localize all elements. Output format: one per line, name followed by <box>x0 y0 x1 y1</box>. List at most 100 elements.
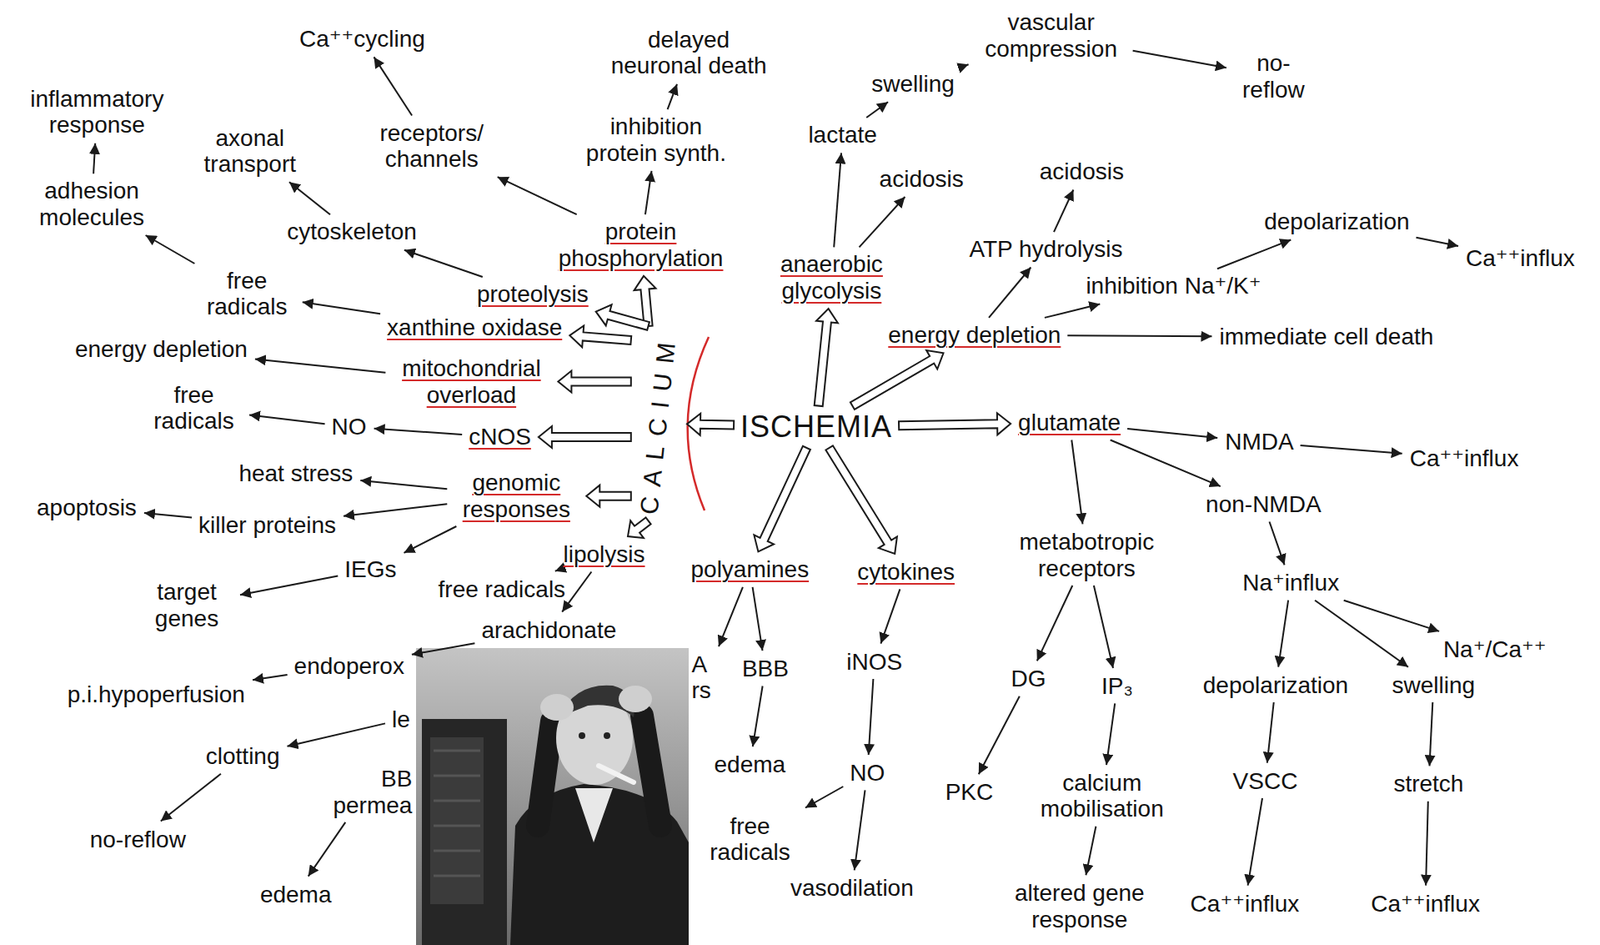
concept-node: endoperox <box>290 652 408 680</box>
node-text: DG <box>1011 665 1047 692</box>
node-text: acidosis <box>1039 158 1124 185</box>
connector-arrow <box>1344 600 1440 632</box>
node-text: anaerobic glycolysis <box>768 250 894 304</box>
node-text: CALCIUM <box>634 331 682 516</box>
concept-node: axonal transport <box>185 124 314 179</box>
concept-node: free radicals <box>435 575 570 603</box>
node-text: A rs <box>691 651 721 704</box>
hollow-arrow <box>753 446 811 552</box>
connector-arrow <box>1314 600 1409 668</box>
concept-node: glutamate <box>1014 408 1124 437</box>
radio-body <box>421 718 507 945</box>
connector-arrow <box>561 571 592 612</box>
concept-node: arachidonate <box>477 616 620 644</box>
hollow-arrow <box>569 325 632 347</box>
concept-node: cytokines <box>853 557 958 586</box>
connector-arrow <box>880 588 900 643</box>
connector-arrow <box>1425 801 1429 886</box>
connector-arrow <box>1053 190 1074 233</box>
concept-node: BB permea <box>316 764 416 819</box>
concept-node: protein phosphorylation <box>543 217 738 272</box>
node-text: stretch <box>1393 770 1464 797</box>
node-text: inhibition Na⁺/K⁺ <box>1085 272 1261 299</box>
connector-arrow <box>1110 440 1221 487</box>
concept-node: calcium mobilisation <box>1025 768 1179 823</box>
concept-node: vascular compression <box>973 8 1130 63</box>
man-eye <box>603 732 611 739</box>
concept-node: anaerobic glycolysis <box>765 250 898 305</box>
concept-node: stretch <box>1389 769 1467 798</box>
concept-node: target genes <box>137 577 236 632</box>
node-text: PKC <box>945 778 994 805</box>
node-text: Ca⁺⁺influx <box>1190 890 1300 917</box>
connector-arrow <box>1093 585 1114 668</box>
hollow-arrow <box>596 304 650 331</box>
concept-node: swelling <box>1389 671 1480 699</box>
connector-arrow <box>1127 428 1218 438</box>
node-text: adhesion molecules <box>29 177 155 231</box>
concept-node: free radicals <box>698 812 802 867</box>
connector-arrow <box>555 569 557 572</box>
connector-arrow <box>289 181 331 215</box>
concept-node: heat stress <box>235 459 357 487</box>
concept-node: Ca⁺⁺influx <box>1187 889 1304 918</box>
node-text: delayed neuronal death <box>605 26 773 80</box>
connector-arrow <box>752 686 763 748</box>
connector-arrow <box>374 56 413 116</box>
node-text: le <box>391 706 411 733</box>
concept-node: lactate <box>804 120 881 149</box>
connector-arrow <box>252 674 288 680</box>
connector-arrow <box>144 512 192 518</box>
connector-arrow <box>255 359 387 373</box>
concept-node: metabotropic receptors <box>1003 527 1169 582</box>
node-text: protein phosphorylation <box>546 218 735 271</box>
node-text: ATP hydrolysis <box>968 235 1123 262</box>
ischemia-hub: ISCHEMIA <box>737 409 896 445</box>
concept-node: Ca⁺⁺influx <box>1367 889 1484 918</box>
node-text: cytoskeleton <box>286 218 417 245</box>
connector-arrow <box>1067 335 1212 337</box>
node-text: iNOS <box>846 648 903 675</box>
concept-node: PKC <box>942 777 998 806</box>
node-text: cytokines <box>857 558 955 585</box>
connector-arrow <box>833 152 842 247</box>
node-text: Ca⁺⁺influx <box>1370 890 1480 917</box>
node-text: ISCHEMIA <box>740 410 893 444</box>
connector-arrow <box>145 235 196 264</box>
node-text: Ca⁺⁺influx <box>1409 445 1520 472</box>
concept-node: acidosis <box>876 165 968 193</box>
connector-arrow <box>249 414 326 424</box>
connector-arrow <box>343 503 447 516</box>
connector-arrow <box>1429 702 1434 766</box>
node-text: lipolysis <box>563 541 646 567</box>
node-text: IEGs <box>344 556 397 582</box>
man-eye <box>578 732 586 739</box>
connector-arrow <box>868 678 874 755</box>
hollow-arrow <box>538 426 632 448</box>
connector-arrow <box>374 428 463 435</box>
node-text: p.i.hypoperfusion <box>67 681 246 708</box>
hollow-arrow <box>814 308 838 407</box>
connector-arrow <box>1267 702 1274 763</box>
concept-node: free radicals <box>142 381 246 436</box>
node-text: no- reflow <box>1233 50 1314 103</box>
connector-arrow <box>360 480 447 489</box>
node-text: xanthine oxidase <box>386 314 562 341</box>
node-text: endoperox <box>294 652 405 679</box>
connector-arrow <box>93 143 96 175</box>
concept-node: cytoskeleton <box>283 217 421 246</box>
concept-node: VSCC <box>1229 767 1302 795</box>
node-text: free radicals <box>438 576 567 602</box>
connector-arrow <box>1106 702 1115 765</box>
node-text: arachidonate <box>481 616 617 643</box>
connector-arrow <box>859 196 906 247</box>
man-hand <box>618 685 653 713</box>
node-text: inflammatory response <box>20 85 175 139</box>
node-text: target genes <box>140 578 233 632</box>
hollow-arrow <box>898 412 1011 435</box>
concept-node: adhesion molecules <box>25 176 158 231</box>
hollow-arrow <box>557 371 631 393</box>
connector-arrow <box>978 696 1020 774</box>
radio-grille <box>430 737 484 904</box>
node-text: VSCC <box>1233 767 1299 794</box>
